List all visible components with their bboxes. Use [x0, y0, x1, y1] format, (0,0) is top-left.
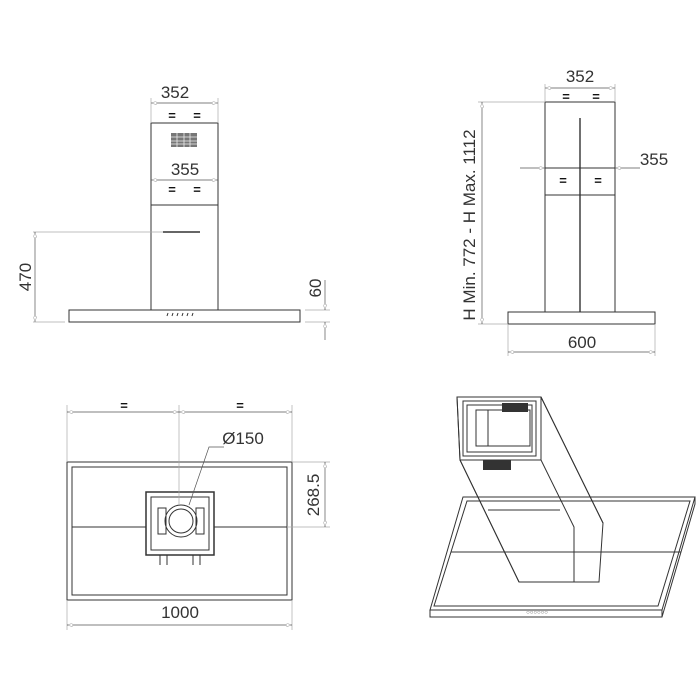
canopy — [429, 496, 696, 611]
svg-text:○○○○○○: ○○○○○○ — [526, 610, 548, 616]
front-width-top-label: 352 — [161, 83, 189, 102]
height-range-label: H Min. 772 - H Max. 1112 — [460, 129, 479, 320]
vent-grille-icon — [171, 133, 197, 147]
equal-mark: = — [559, 173, 567, 188]
equal-mark: = — [168, 182, 176, 197]
equal-mark: = — [193, 108, 201, 123]
equal-mark: = — [168, 108, 176, 123]
equal-mark: = — [562, 89, 570, 104]
front-height-label: 470 — [16, 263, 35, 291]
equal-mark-right: = — [236, 398, 244, 413]
equal-mark: = — [594, 173, 602, 188]
canopy-thickness-label: 60 — [306, 279, 325, 298]
side-width-mid-label: 355 — [640, 150, 668, 169]
duct-diameter-label: Ø150 — [222, 429, 264, 448]
equal-mark: = — [193, 182, 201, 197]
canopy — [507, 311, 656, 325]
duct-outlet — [164, 504, 198, 538]
canopy-outline — [66, 461, 293, 601]
side-width-top-label: 352 — [566, 67, 594, 86]
equal-mark-left: = — [120, 398, 128, 413]
chimney — [150, 122, 219, 311]
front-width-mid-label: 355 — [171, 160, 199, 179]
equal-mark: = — [592, 89, 600, 104]
isometric-view: ○○○○○○ — [429, 396, 696, 618]
offset-label: 268.5 — [304, 474, 323, 517]
chimney-base — [145, 491, 215, 556]
front-view: 352 = = 355 = = 470 60 — [16, 83, 330, 340]
depth-label: 600 — [568, 333, 596, 352]
width-label: 1000 — [161, 603, 199, 622]
side-view: 352 = = 355 = = H Min. 772 - H Max. 1112… — [460, 67, 668, 356]
top-view: = = Ø150 268.5 1000 — [66, 398, 330, 630]
canopy — [68, 309, 301, 323]
vent-grille-icon — [483, 403, 528, 470]
